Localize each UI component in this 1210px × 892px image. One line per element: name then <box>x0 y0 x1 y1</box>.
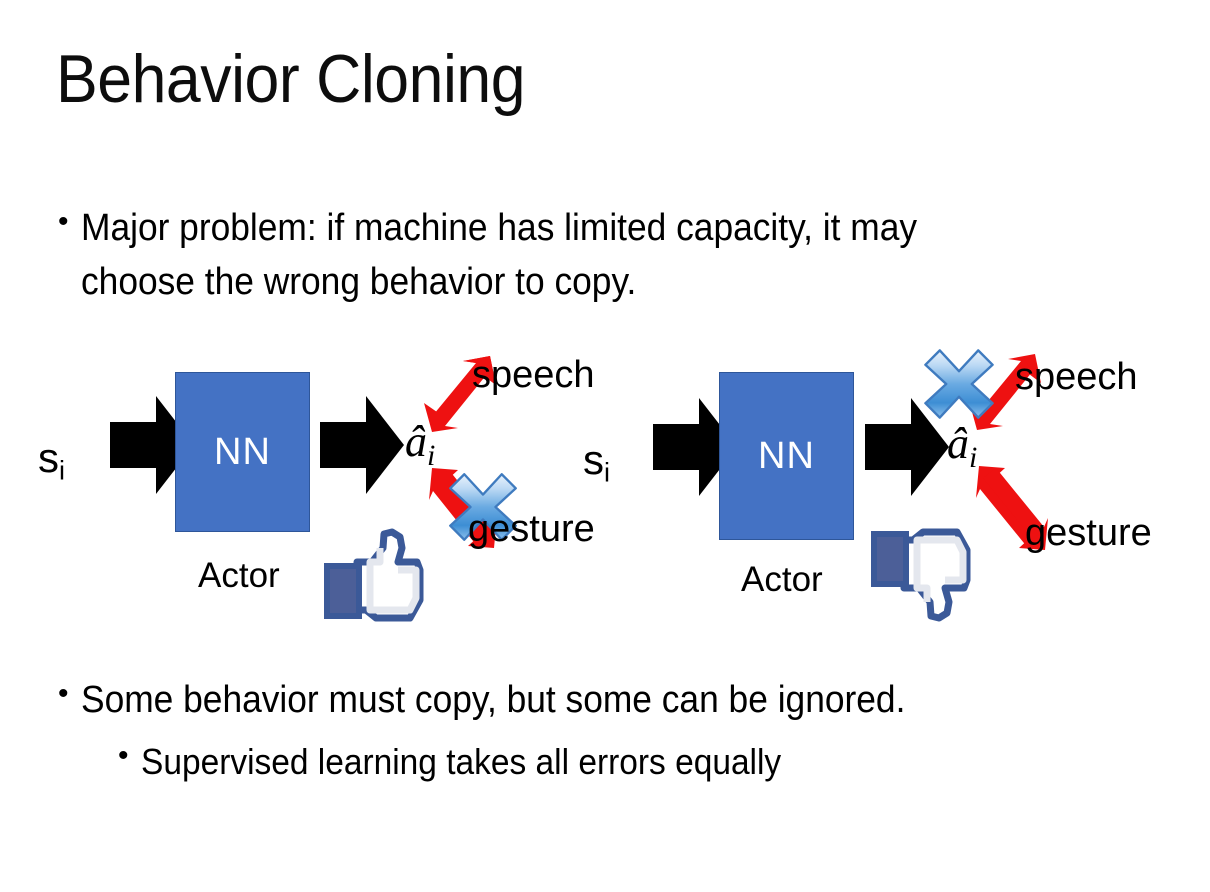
nn-box-left: NN <box>175 372 310 532</box>
state-label-right: si <box>583 436 610 488</box>
bullet-sub: • Supervised learning takes all errors e… <box>118 736 829 787</box>
action-label-left: âi <box>405 417 436 472</box>
input-arrow-right <box>653 392 737 507</box>
output-arrow-left <box>320 390 404 505</box>
bullet-marker: • <box>118 739 129 772</box>
nn-label-left: NN <box>214 430 271 473</box>
diagram-left: si NN Actor âi <box>20 338 620 638</box>
actor-caption-right: Actor <box>741 560 823 599</box>
nn-label-right: NN <box>758 434 815 477</box>
thumbs-up-icon <box>320 528 424 629</box>
bullet-marker: • <box>58 677 69 710</box>
bullet-bottom: • Some behavior must copy, but some can … <box>58 674 1168 728</box>
output-label-speech-right: speech <box>1015 356 1138 398</box>
nn-box-right: NN <box>719 372 854 540</box>
diagram-right: si NN Actor âi <box>565 338 1185 638</box>
thumbs-down-icon <box>867 526 971 627</box>
state-label-left: si <box>38 434 65 486</box>
action-label-right: âi <box>947 419 978 474</box>
input-arrow-left <box>110 390 194 505</box>
bullet-bottom-text: Some behavior must copy, but some can be… <box>80 679 905 721</box>
page-title: Behavior Cloning <box>56 41 526 117</box>
bullet-top: • Major problem: if machine has limited … <box>58 202 1148 310</box>
bullet-marker: • <box>58 205 69 238</box>
bullet-top-text: Major problem: if machine has limited ca… <box>80 207 917 303</box>
output-label-speech-left: speech <box>472 354 595 396</box>
output-arrow-right <box>865 392 949 507</box>
actor-caption-left: Actor <box>198 556 280 595</box>
output-label-gesture-right: gesture <box>1025 512 1152 554</box>
output-label-gesture-left: gesture <box>468 508 595 550</box>
bullet-sub-text: Supervised learning takes all errors equ… <box>140 741 781 782</box>
